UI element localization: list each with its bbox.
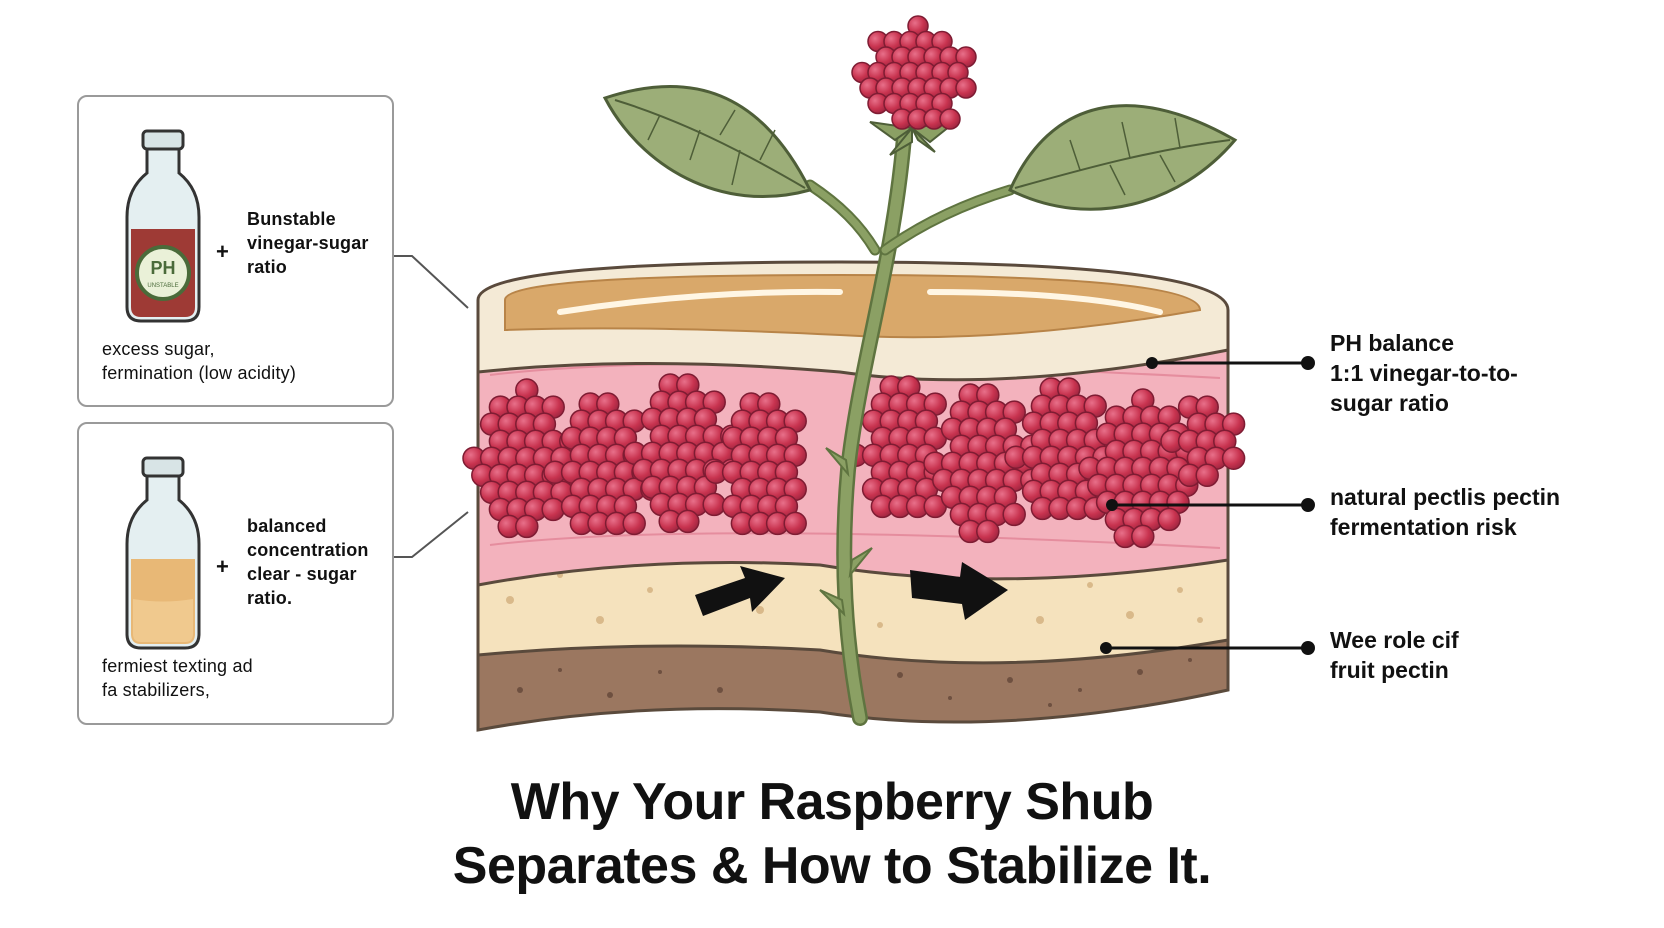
syrup-highlight [557,288,1163,315]
plus-sign: + [216,554,229,579]
raspberry-layer [462,373,1246,549]
text-line: Bunstable [247,209,336,229]
balanced-description: balanced concentration clear - sugar rat… [247,514,369,610]
text-line: clear - sugar [247,564,357,584]
panel-connector-lines [394,255,469,558]
right-leaf [1008,104,1238,211]
raspberry-drupelet [1157,507,1181,532]
unstable-footnote: excess sugar, fermination (low acidity) [102,337,296,385]
text-line: concentration [247,540,369,560]
callout-fruit-pectin: Wee role cif fruit pectin [1330,625,1459,685]
unstable-description: Bunstable vinegar-sugar ratio [247,207,369,279]
raspberry-drupelet [783,511,807,536]
text-line: balanced [247,516,327,536]
bottle-badge-text: PH [150,258,175,278]
callout-natural-pectin: natural pectlis pectin fermentation risk [1330,482,1560,542]
stem-thorns [819,447,873,617]
balanced-shrub-panel: + balanced concentration clear - sugar r… [77,422,394,725]
connector-top [394,255,469,309]
title-line: Separates & How to Stabilize It. [452,837,1212,895]
unstable-shrub-panel: PH UNSTABLE + Bunstable vinegar-sugar ra… [77,95,394,407]
raspberry-drupelet [622,511,646,536]
callout-line-text: PH balance [1330,330,1454,356]
arrow-right [910,562,1008,620]
text-line: fermiest texting ad [102,656,253,676]
text-line: vinegar-sugar [247,233,369,253]
callout-line-text: 1:1 vinegar-to-to- [1330,360,1518,386]
plus-sign: + [216,239,229,264]
balanced-footnote: fermiest texting ad fa stabilizers, [102,654,253,702]
cream-speckles [506,572,1203,628]
title-line: Why Your Raspberry Shub [510,773,1154,831]
unstable-bottle-icon: PH UNSTABLE [125,129,201,323]
connector-bottom [394,511,469,558]
left-leaf [602,85,813,199]
soil-speckles [517,658,1192,707]
text-line: fa stabilizers, [102,680,211,700]
callout-ph-balance: PH balance 1:1 vinegar-to-to- sugar rati… [1330,328,1518,418]
text-line: excess sugar, [102,339,215,359]
raspberry-fruit [851,15,977,130]
text-line: fermination (low acidity) [102,363,297,383]
raspberry-drupelet [1002,502,1026,527]
text-line: ratio [247,257,288,277]
text-line: ratio. [247,588,293,608]
bottle-badge-subtext: UNSTABLE [147,283,178,289]
balanced-bottle-icon [125,456,201,650]
arrow-left [695,566,785,616]
raspberry-drupelet [702,492,726,517]
raspberry-drupelet [515,514,539,539]
flow-arrows [695,562,1008,620]
raspberry-drupelet [976,519,1000,544]
callout-dots [1100,356,1315,655]
raspberry-drupelet [1131,524,1155,549]
page-title: Why Your Raspberry Shub Separates & How … [0,770,1664,898]
raspberry-drupelet [1195,463,1219,488]
callout-lines [1106,361,1308,650]
syrup-surface [504,273,1202,339]
raspberry-drupelet [541,497,565,522]
callout-line-text: natural pectlis pectin [1330,484,1561,510]
callout-line-text: fruit pectin [1330,657,1449,683]
raspberry-drupelet [1221,446,1246,470]
raspberry-drupelet [955,77,977,99]
callout-line-text: Wee role cif [1330,627,1459,653]
raspberry-drupelet [676,509,700,534]
callout-line-text: fermentation risk [1330,514,1517,540]
callout-line-text: sugar ratio [1330,390,1449,416]
raspberry-drupelet [939,108,961,130]
